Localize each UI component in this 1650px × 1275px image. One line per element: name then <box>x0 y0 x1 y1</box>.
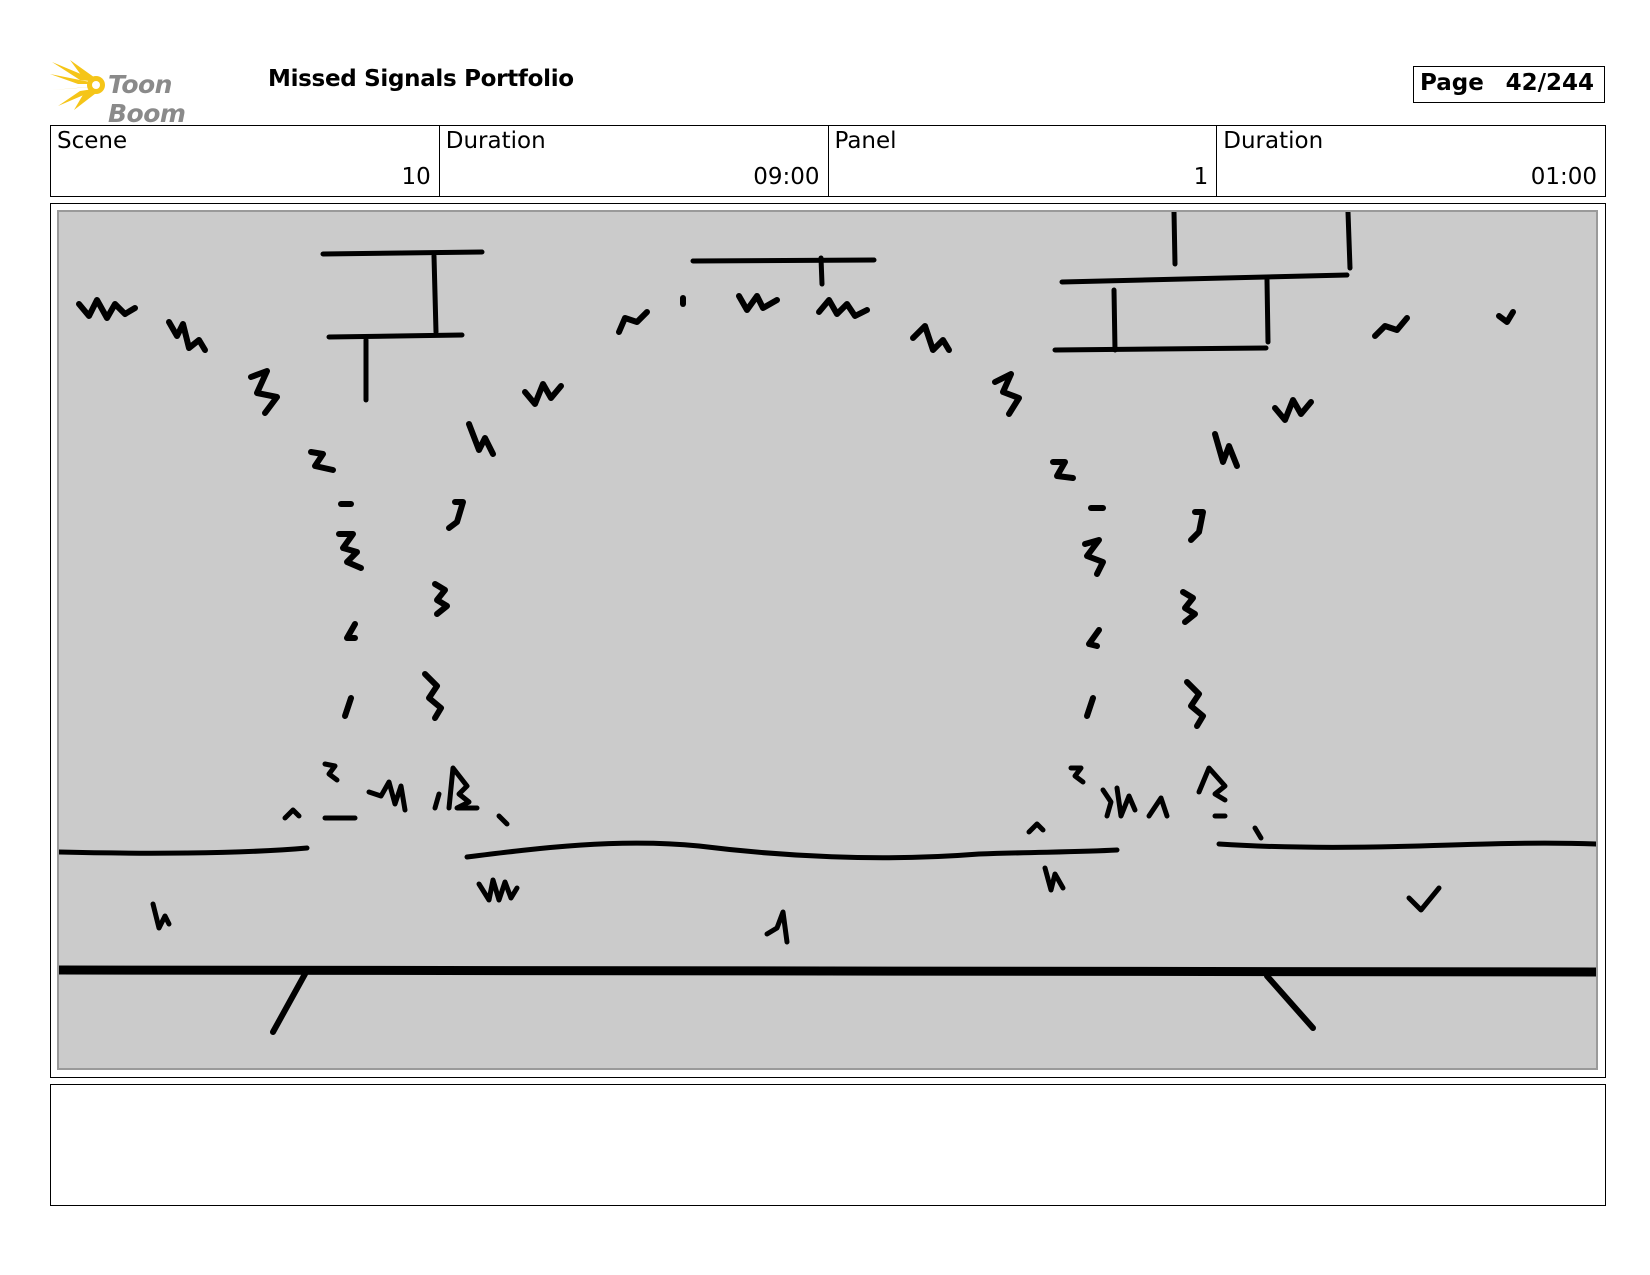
panel-value: 1 <box>1193 164 1209 190</box>
scene-duration-label: Duration <box>445 128 546 154</box>
scene-label: Scene <box>57 128 128 154</box>
grass-tuft-sketch <box>150 865 1442 945</box>
panel-duration-cell: Duration 01:00 <box>1217 126 1605 196</box>
foreground-table-sketch <box>59 965 1596 977</box>
sunburst-icon <box>50 60 105 110</box>
document-title: Missed Signals Portfolio <box>268 66 574 92</box>
scene-duration-value: 09:00 <box>753 164 820 190</box>
page-number: 42/244 <box>1505 70 1594 96</box>
panel-cell: Panel 1 <box>829 126 1218 196</box>
panel-info-row: Scene 10 Duration 09:00 Panel 1 Duration… <box>50 125 1606 197</box>
panel-notes-box <box>50 1084 1606 1206</box>
left-sign-sketch <box>320 249 485 403</box>
scene-duration-cell: Duration 09:00 <box>440 126 829 196</box>
ground-line-sketch <box>59 840 1596 861</box>
scene-value: 10 <box>401 164 431 190</box>
bush-sketch <box>282 761 1264 841</box>
center-sign-sketch <box>690 255 877 287</box>
right-sign-sketch <box>1052 212 1353 353</box>
panel-label: Panel <box>834 128 897 154</box>
arch-foliage-sketch <box>76 293 1516 729</box>
page-label: Page <box>1420 70 1484 96</box>
logo-text: Toon Boom <box>108 70 186 128</box>
panel-duration-label: Duration <box>1223 128 1324 154</box>
sketch-drawing <box>59 212 1596 1035</box>
scene-cell: Scene 10 <box>51 126 440 196</box>
storyboard-sketch <box>57 210 1598 1070</box>
page-indicator: Page 42/244 <box>1413 66 1605 103</box>
panel-duration-value: 01:00 <box>1530 164 1597 190</box>
storyboard-panel-frame <box>50 203 1606 1078</box>
toon-boom-logo: Toon Boom <box>50 58 250 128</box>
page-header: Toon Boom Missed Signals Portfolio Page … <box>50 56 1605 128</box>
